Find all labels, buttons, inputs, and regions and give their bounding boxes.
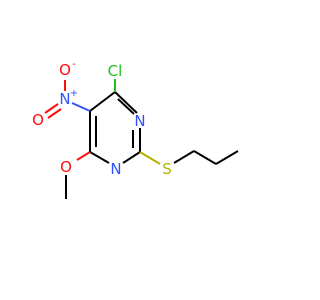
- o-minus-charge: -: [72, 59, 76, 70]
- atom-nitro-n: N: [59, 90, 70, 108]
- atom-n1: N: [110, 160, 121, 178]
- bond-s-ch2: [173, 150, 195, 164]
- bond-ch2-ch3: [215, 150, 239, 165]
- bond-c4-n3-inner: [117, 98, 135, 115]
- bond-c2-s: [139, 151, 161, 165]
- atom-labels: Cl N N N + O - O O S: [32, 59, 172, 178]
- bond-nitro-odouble: [44, 103, 59, 114]
- bond-nitro-odouble-2: [47, 108, 62, 119]
- bond-c4-c5: [89, 91, 116, 112]
- atom-o-double: O: [32, 111, 44, 129]
- molecule-structure: Cl N N N + O - O O S: [32, 59, 239, 199]
- bond-c4-n3: [114, 91, 138, 114]
- atom-s: S: [162, 160, 172, 178]
- bond-c6-n1: [89, 151, 110, 164]
- atom-o-methoxy: O: [60, 158, 72, 176]
- atom-o-minus: O: [59, 61, 71, 79]
- bond-n1-c2: [122, 151, 141, 164]
- bond-ch2-ch2: [193, 150, 217, 165]
- bonds: [44, 79, 239, 199]
- bond-c5-nitro: [71, 102, 91, 112]
- atom-n3: N: [134, 112, 145, 130]
- atom-cl: Cl: [108, 62, 123, 80]
- nitro-n-charge: +: [70, 88, 78, 99]
- bond-c6-omethoxy: [76, 151, 91, 161]
